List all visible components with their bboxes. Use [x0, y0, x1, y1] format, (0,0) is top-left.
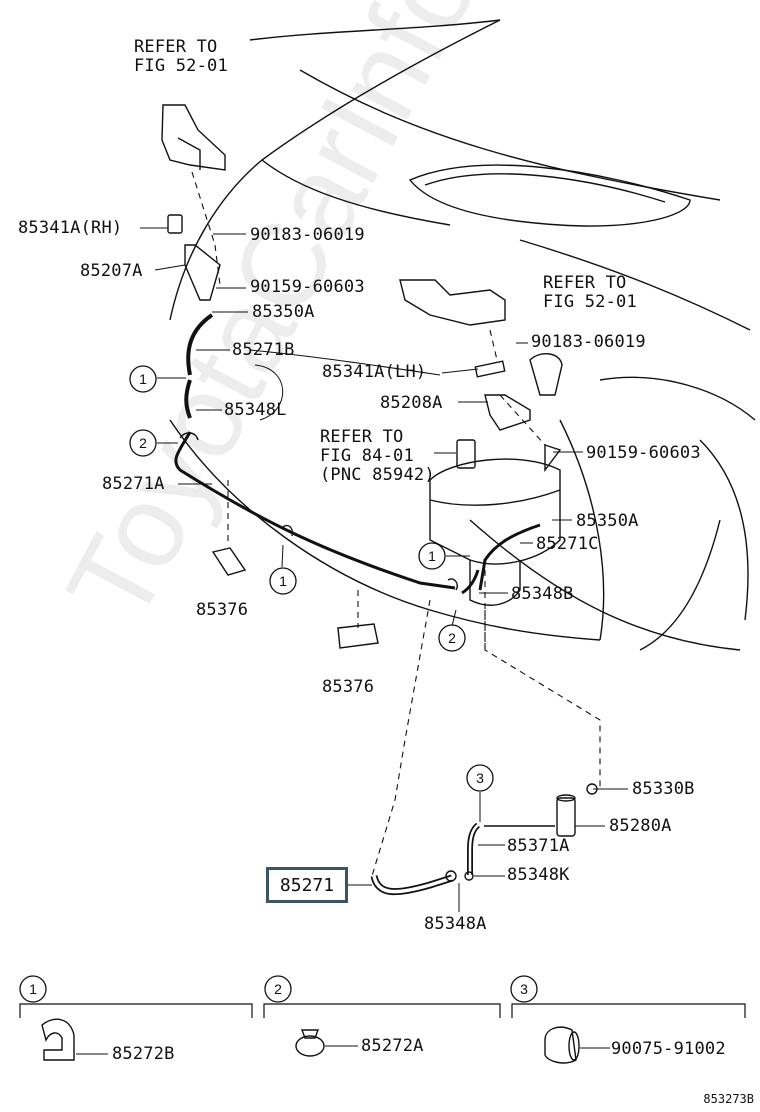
callout-1: 1: [279, 573, 287, 589]
part-85207A[interactable]: 85207A: [80, 261, 143, 281]
part-90159-60603-lh[interactable]: 90159-60603: [586, 443, 701, 463]
refer-right-line1: REFER TO: [543, 273, 627, 293]
legend-part-85272B[interactable]: 85272B: [112, 1044, 175, 1064]
part-85376[interactable]: 85376: [196, 600, 249, 620]
refer-mid-line3: (PNC 85942): [320, 465, 435, 485]
part-85271B[interactable]: 85271B: [232, 340, 295, 360]
part-90183-06019-lh[interactable]: 90183-06019: [531, 332, 646, 352]
refer-top-line1: REFER TO: [134, 37, 218, 57]
callout-2: 2: [139, 435, 147, 451]
callout-1: 1: [428, 548, 436, 564]
part-85350A-lh[interactable]: 85350A: [576, 511, 639, 531]
part-85330B[interactable]: 85330B: [632, 779, 695, 799]
part-85348B[interactable]: 85348B: [511, 584, 574, 604]
part-85350A[interactable]: 85350A: [252, 302, 315, 322]
part-85348K[interactable]: 85348K: [507, 865, 570, 885]
part-85341A-LH[interactable]: 85341A(LH): [322, 362, 427, 382]
part-85341A-RH[interactable]: 85341A(RH): [18, 218, 123, 238]
part-85271A[interactable]: 85271A: [102, 474, 165, 494]
refer-right-line2: FIG 52-01: [543, 292, 637, 312]
legend-num-3: 3: [520, 981, 528, 997]
part-85271-highlighted[interactable]: 85271: [266, 867, 348, 903]
callout-3: 3: [476, 770, 484, 786]
legend-num-2: 2: [274, 981, 282, 997]
refer-mid-line1: REFER TO: [320, 427, 404, 447]
callout-2: 2: [448, 630, 456, 646]
refer-mid-line2: FIG 84-01: [320, 446, 414, 466]
part-90159-60603[interactable]: 90159-60603: [250, 277, 365, 297]
callout-1: 1: [139, 371, 147, 387]
legend-part-90075-91002[interactable]: 90075-91002: [611, 1039, 726, 1059]
part-85371A[interactable]: 85371A: [507, 836, 570, 856]
part-85208A[interactable]: 85208A: [380, 393, 443, 413]
part-85280A[interactable]: 85280A: [609, 816, 672, 836]
part-85376-lower[interactable]: 85376: [322, 677, 375, 697]
part-85271C[interactable]: 85271C: [536, 534, 599, 554]
legend-num-1: 1: [29, 981, 37, 997]
part-85348A[interactable]: 85348A: [424, 914, 487, 934]
legend-part-85272A[interactable]: 85272A: [361, 1036, 424, 1056]
refer-top-line2: FIG 52-01: [134, 56, 228, 76]
part-90183-06019[interactable]: 90183-06019: [250, 225, 365, 245]
diagram-code: 853273B: [703, 1092, 754, 1106]
part-85348L[interactable]: 85348L: [224, 400, 287, 420]
